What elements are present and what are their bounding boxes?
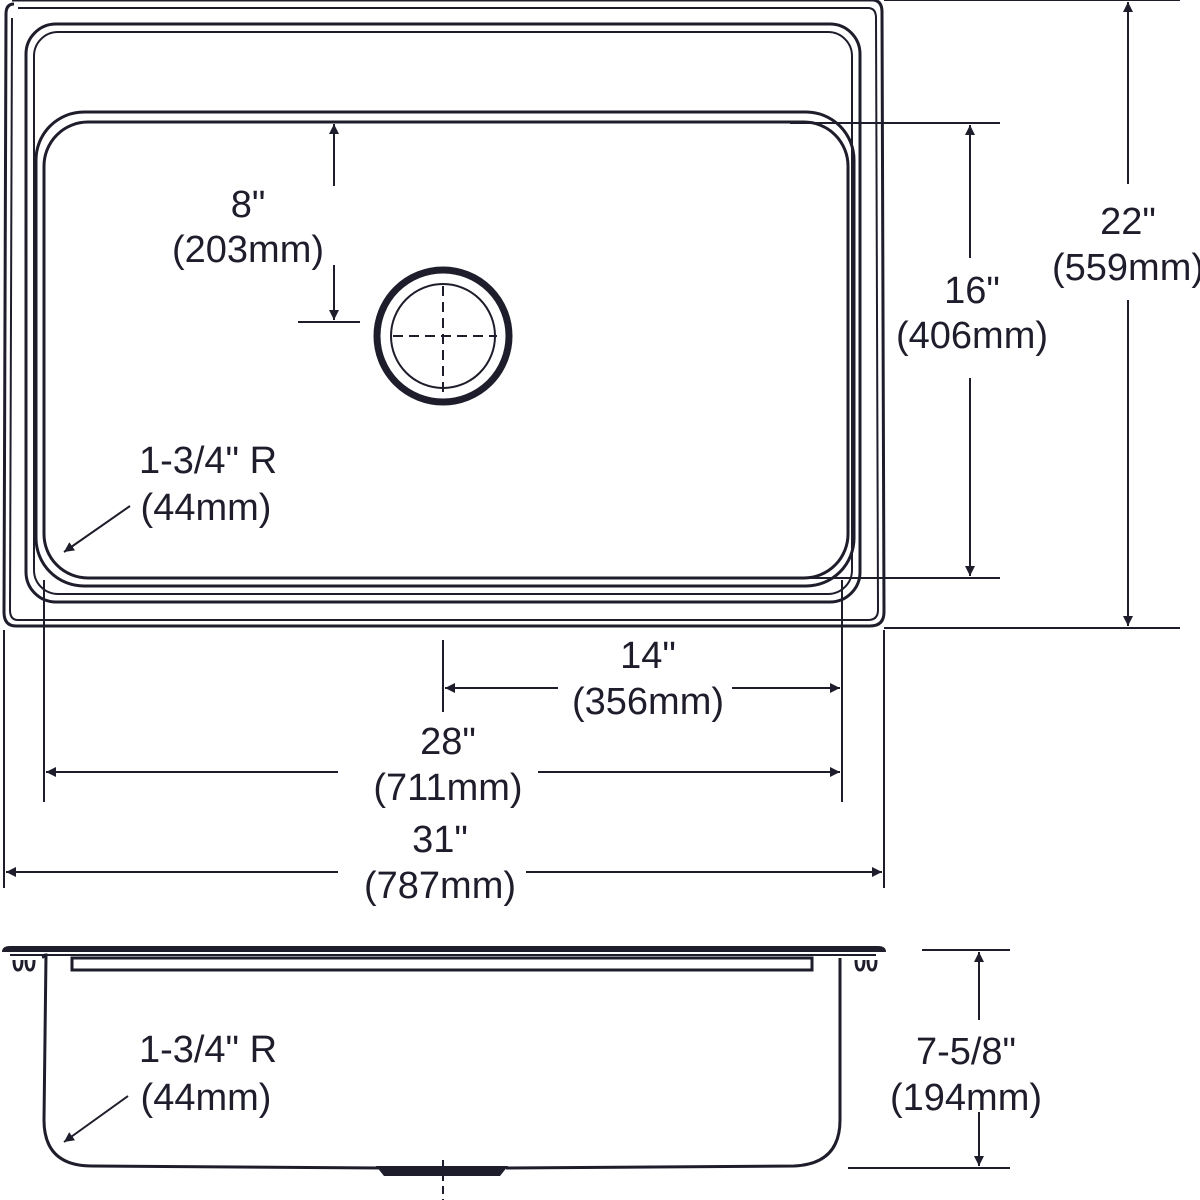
top-corner-radius-mm: (44mm) xyxy=(141,487,272,529)
sink-rim-profile xyxy=(2,946,886,952)
bowl-length-mm: (711mm) xyxy=(373,767,522,809)
overall-length-inches: 31" xyxy=(412,819,468,861)
top-view: 8" (203mm) 16" (406mm) 22" (559mm) 1-3/4… xyxy=(2,0,1200,907)
side-view: 1-3/4" R (44mm) 7-5/8" (194mm) xyxy=(2,946,1042,1200)
overall-length-mm: (787mm) xyxy=(364,865,516,907)
drain-to-edge-mm: (356mm) xyxy=(572,681,724,723)
bowl-width-mm: (406mm) xyxy=(896,315,1048,357)
bowl-depth-inches: 7-5/8" xyxy=(916,1031,1016,1073)
side-corner-radius-mm: (44mm) xyxy=(141,1077,272,1119)
side-corner-radius-inches: 1-3/4" R xyxy=(139,1029,277,1071)
drain-offset-inches: 8" xyxy=(231,184,266,226)
drain-offset-mm: (203mm) xyxy=(172,229,324,271)
top-corner-radius-inches: 1-3/4" R xyxy=(139,440,277,482)
drain-to-edge-inches: 14" xyxy=(620,635,676,677)
drain-outer xyxy=(373,266,513,406)
overall-width-mm: (559mm) xyxy=(1052,247,1200,289)
sink-outer-rim xyxy=(2,0,886,628)
bowl-width-inches: 16" xyxy=(944,270,1000,312)
overall-width-inches: 22" xyxy=(1100,201,1156,243)
bowl-depth-mm: (194mm) xyxy=(890,1077,1042,1119)
sink-bowl xyxy=(34,110,856,588)
bowl-length-inches: 28" xyxy=(420,721,476,763)
sink-deck xyxy=(24,22,862,604)
